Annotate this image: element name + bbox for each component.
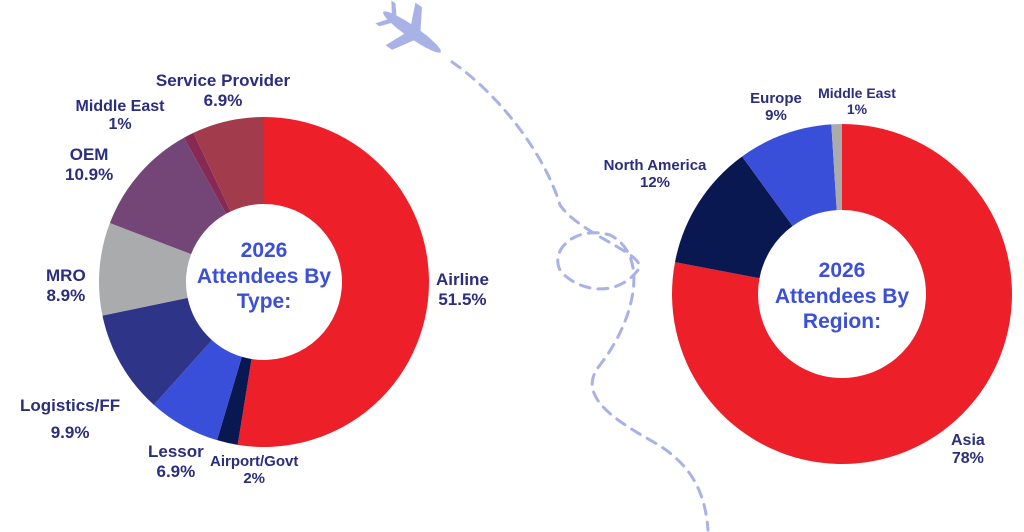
slice-europe	[742, 124, 837, 227]
slice-label-europe: Europe 9%	[750, 90, 802, 125]
slice-lessor	[153, 340, 242, 441]
slice-label-lessor: Lessor 6.9%	[148, 442, 204, 481]
slice-label-oem: OEM 10.9%	[65, 145, 114, 184]
donut-chart-by-type	[98, 117, 430, 448]
center-title-region: 2026 Attendees By Region:	[757, 258, 927, 335]
slice-label-airport-govt: Airport/Govt 2%	[210, 453, 299, 488]
slice-label-asia: Asia 78%	[951, 432, 985, 468]
slice-label-service-provider: Service Provider 6.9%	[155, 71, 291, 110]
center-title-line: Attendees By	[196, 264, 332, 288]
center-title-type: 2026 Attendees By Type:	[179, 238, 349, 315]
slice-label-north-america: North America 12%	[603, 157, 707, 192]
donut-chart-by-region	[672, 124, 1013, 465]
slice-oem	[109, 137, 227, 255]
slice-label-airline: Airline 51.5%	[436, 270, 489, 309]
slice-label-middle-east-type: Middle East 1%	[75, 98, 165, 134]
slice-mro	[98, 223, 192, 316]
center-title-line: Type:	[236, 290, 292, 314]
slice-service-provider	[193, 117, 264, 212]
slice-middle-east	[831, 124, 842, 211]
slice-airline	[237, 117, 430, 448]
airplane-icon	[375, 0, 441, 53]
slice-label-logistics-ff: Logistics/FF 9.9%	[20, 396, 121, 443]
slice-label-mro: MRO 8.9%	[46, 266, 86, 305]
dashed-flight-path	[450, 60, 710, 532]
slice-airport-govt	[217, 356, 252, 445]
slice-north-america	[675, 156, 793, 279]
slice-label-middle-east-region: Middle East 1%	[818, 85, 896, 118]
center-title-line: 2026	[818, 259, 866, 282]
slice-middle-east	[183, 132, 231, 214]
center-title-line: Region:	[802, 310, 882, 334]
center-title-line: 2026	[240, 239, 288, 262]
slice-asia	[672, 124, 1013, 465]
slice-logistics-ff	[102, 297, 212, 405]
center-title-line: Attendees By	[774, 284, 910, 308]
